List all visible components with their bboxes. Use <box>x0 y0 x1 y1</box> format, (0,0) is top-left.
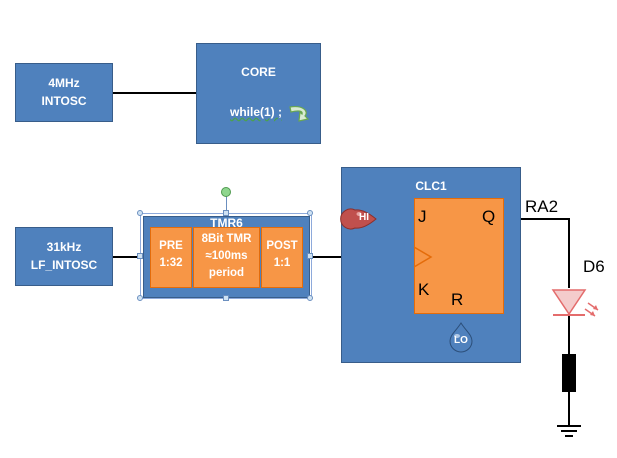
core-block: CORE while(1) ; <box>196 43 321 144</box>
resize-handle-tr[interactable] <box>307 210 313 216</box>
lfintosc-name-label: LF_INTOSC <box>30 258 98 272</box>
resize-handle-t[interactable] <box>223 210 229 216</box>
prescaler-label: PRE <box>159 240 183 252</box>
tmr6-postscaler: POST 1:1 <box>261 227 303 288</box>
counter-period-label: period <box>208 267 245 279</box>
resize-handle-l[interactable] <box>137 253 143 259</box>
loop-arrow-icon <box>289 106 310 122</box>
lfintosc-freq-label: 31kHz <box>46 240 82 254</box>
hi-label: HI <box>359 212 369 223</box>
wire-q-led <box>504 218 570 288</box>
prescaler-ratio: 1:32 <box>159 257 183 269</box>
resize-handle-br[interactable] <box>307 295 313 301</box>
counter-period-value: ≈100ms <box>205 250 248 262</box>
pin-q-label: Q <box>482 207 496 226</box>
pin-j-label: J <box>418 207 427 226</box>
rotate-handle-stem <box>226 195 227 214</box>
d6-led-label: D6 <box>583 257 605 276</box>
resize-handle-bl[interactable] <box>137 295 143 301</box>
pin-k-label: K <box>418 280 430 299</box>
postscaler-label: POST <box>266 240 298 252</box>
pin-r-label: R <box>451 290 464 309</box>
tmr6-title: TMR6 <box>210 216 243 230</box>
intosc-block: 4MHz INTOSC <box>15 63 113 122</box>
resize-handle-tl[interactable] <box>137 210 143 216</box>
rotate-handle[interactable] <box>221 187 231 197</box>
resize-handle-b[interactable] <box>223 295 229 301</box>
tmr6-prescaler: PRE 1:32 <box>150 227 192 288</box>
counter-label: 8Bit TMR <box>201 233 252 245</box>
lo-label: LO <box>454 335 468 346</box>
postscaler-ratio: 1:1 <box>273 257 291 269</box>
clc1-title: CLC1 <box>415 179 447 193</box>
tmr6-counter: 8Bit TMR ≈100ms period <box>193 227 260 288</box>
resize-handle-r[interactable] <box>307 253 313 259</box>
core-code-label: while(1) ; <box>230 105 283 119</box>
intosc-name-label: INTOSC <box>41 94 87 108</box>
lfintosc-block: 31kHz LF_INTOSC <box>15 227 113 286</box>
intosc-freq-label: 4MHz <box>48 76 80 90</box>
ra2-pin-label: RA2 <box>525 197 559 216</box>
selection-frame <box>140 213 312 299</box>
core-title: CORE <box>241 65 276 79</box>
